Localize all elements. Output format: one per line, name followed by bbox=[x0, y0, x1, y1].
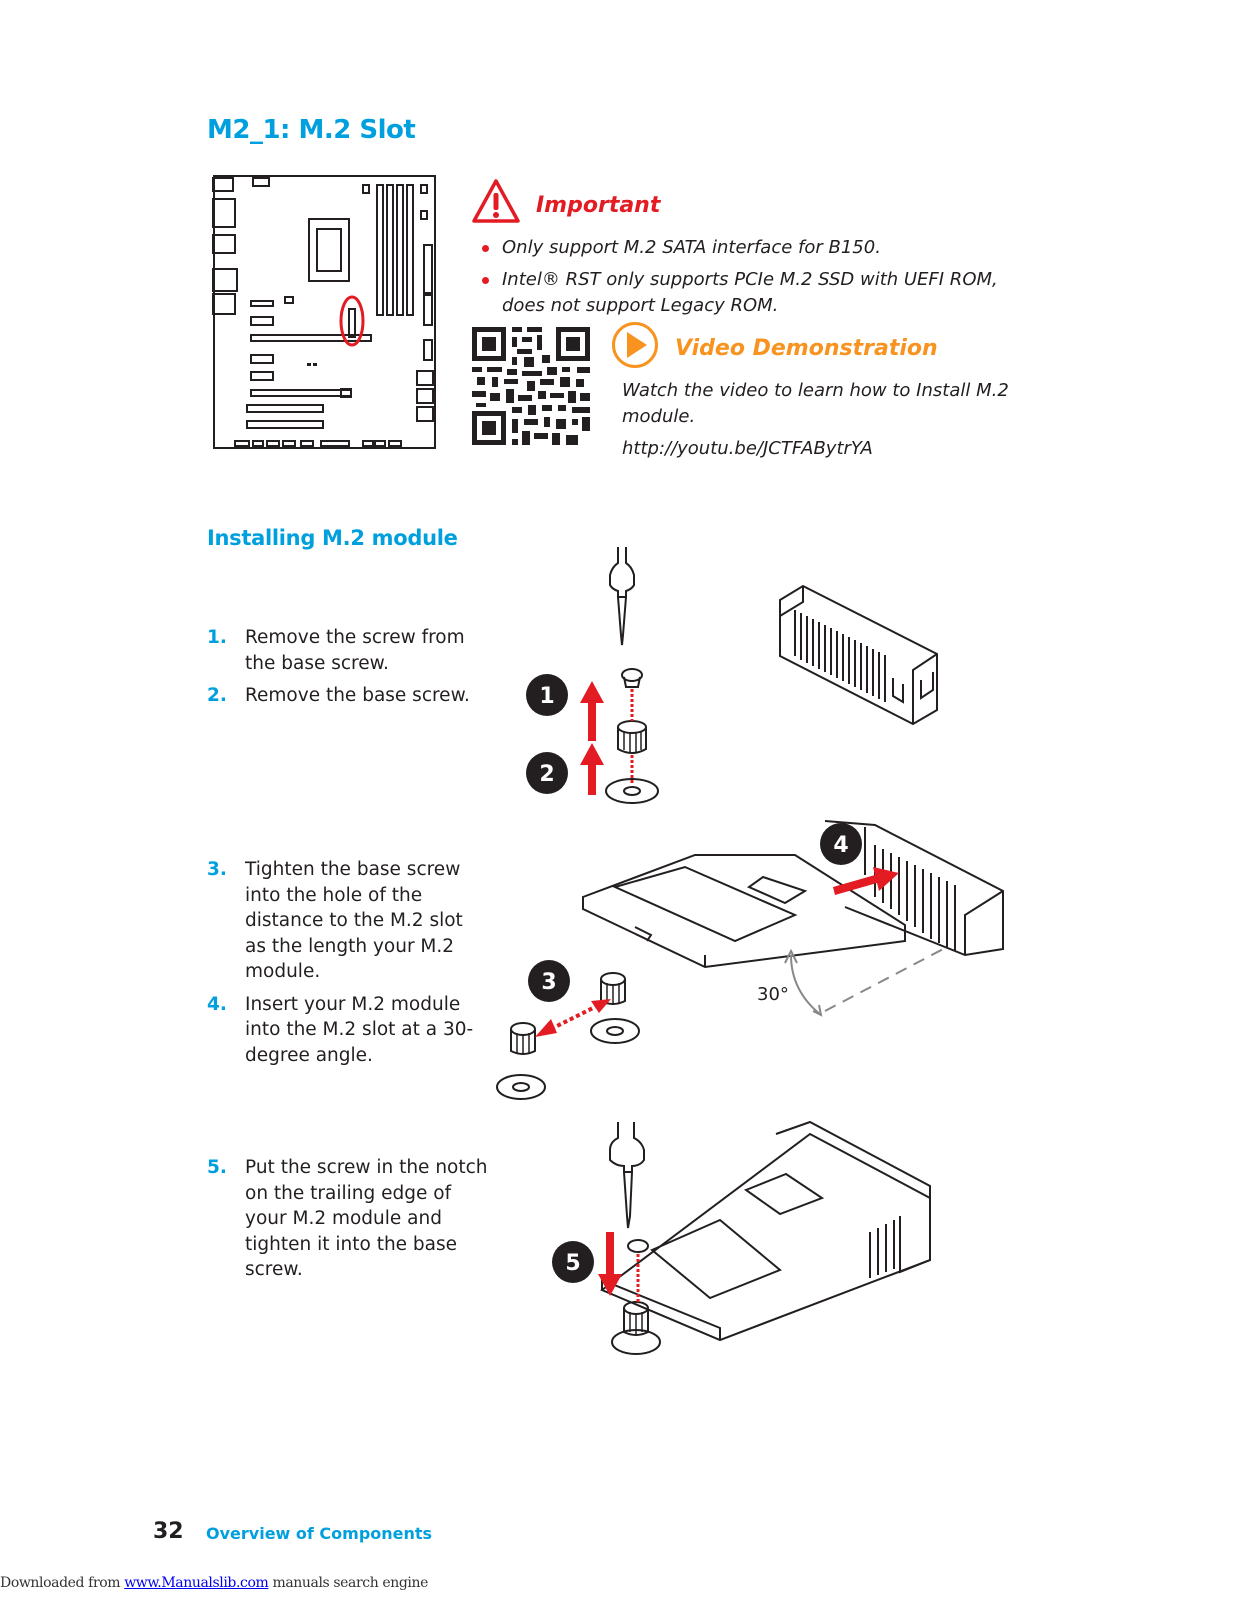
m2-slot-highlight bbox=[339, 295, 365, 347]
step-badge-4: 4 bbox=[820, 823, 862, 865]
steps-group-1: 1. Remove the screw from the base screw.… bbox=[207, 625, 497, 716]
video-link[interactable]: http://youtu.be/JCTFABytrYA bbox=[622, 438, 873, 459]
step-number: 1. bbox=[207, 627, 227, 648]
page-number: 32 bbox=[153, 1519, 184, 1544]
m2-slot-illustration bbox=[779, 584, 938, 726]
illustration-insert-module bbox=[496, 820, 1004, 1100]
angle-label: 30° bbox=[757, 984, 789, 1005]
step-number: 2. bbox=[207, 685, 227, 706]
step-badge-3: 3 bbox=[528, 960, 570, 1002]
step-item: 1. Remove the screw from the base screw. bbox=[207, 625, 497, 676]
footer-section: Overview of Components bbox=[206, 1524, 433, 1543]
download-prefix: Downloaded from bbox=[0, 1575, 125, 1591]
step-text: Tighten the base screw into the hole of … bbox=[245, 859, 463, 982]
badge-label: 3 bbox=[541, 970, 556, 995]
video-description: Watch the video to learn how to Install … bbox=[622, 380, 1009, 427]
step-item: 4. Insert your M.2 module into the M.2 s… bbox=[207, 992, 477, 1069]
step-number: 5. bbox=[207, 1157, 227, 1178]
steps-group-3: 5. Put the screw in the notch on the tra… bbox=[207, 1155, 497, 1290]
step-number: 3. bbox=[207, 859, 227, 880]
step-number: 4. bbox=[207, 993, 227, 1015]
video-title: Video Demonstration bbox=[675, 336, 938, 361]
download-note: Downloaded from www.Manualslib.com manua… bbox=[0, 1575, 428, 1591]
qr-code bbox=[472, 327, 590, 445]
badge-label: 1 bbox=[539, 684, 554, 709]
manualslib-link[interactable]: www.Manualslib.com bbox=[124, 1575, 269, 1591]
step-text: Remove the base screw. bbox=[245, 685, 470, 706]
steps-group-2: 3. Tighten the base screw into the hole … bbox=[207, 857, 477, 1075]
step-badge-5: 5 bbox=[552, 1241, 594, 1283]
step-text: Put the screw in the notch on the traili… bbox=[245, 1157, 488, 1280]
illustration-remove-screw bbox=[580, 547, 659, 804]
motherboard-diagram bbox=[212, 175, 436, 449]
important-list: Only support M.2 SATA interface for B150… bbox=[482, 235, 1042, 325]
download-suffix: manuals search engine bbox=[268, 1575, 429, 1591]
page-title: M2_1: M.2 Slot bbox=[207, 115, 416, 145]
important-title: Important bbox=[536, 193, 661, 218]
step-text: Remove the screw from the base screw. bbox=[245, 627, 465, 674]
step-item: 2. Remove the base screw. bbox=[207, 683, 497, 709]
step-badge-2: 2 bbox=[526, 752, 568, 794]
badge-label: 5 bbox=[565, 1251, 580, 1276]
section-title: Installing M.2 module bbox=[207, 526, 458, 550]
illustration-tighten-screw bbox=[598, 1120, 931, 1355]
step-badge-1: 1 bbox=[526, 674, 568, 716]
important-bullet: Only support M.2 SATA interface for B150… bbox=[482, 235, 1042, 261]
badge-label: 2 bbox=[539, 762, 554, 787]
badge-label: 4 bbox=[833, 833, 848, 858]
important-bullet: Intel® RST only supports PCIe M.2 SSD wi… bbox=[482, 267, 1042, 319]
warning-icon bbox=[472, 179, 520, 223]
step-item: 3. Tighten the base screw into the hole … bbox=[207, 857, 477, 985]
step-text: Insert your M.2 module into the M.2 slot… bbox=[245, 993, 474, 1066]
play-icon bbox=[612, 322, 658, 368]
step-item: 5. Put the screw in the notch on the tra… bbox=[207, 1155, 497, 1283]
